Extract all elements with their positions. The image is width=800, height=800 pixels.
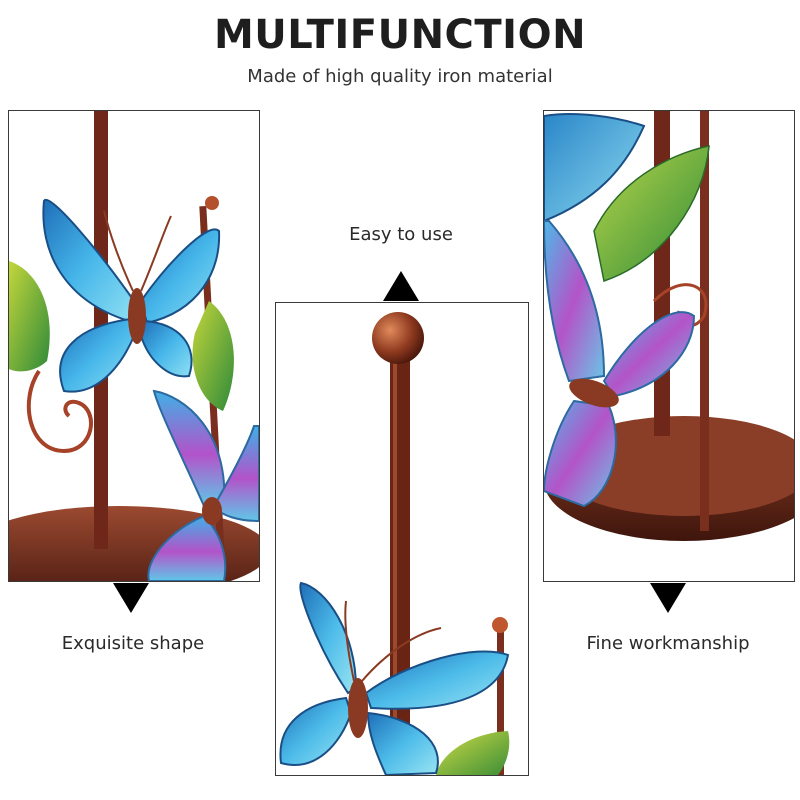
- product-illustration-right: [544, 111, 794, 581]
- feature-caption-easy-to-use: Easy to use: [349, 224, 453, 245]
- pointer-down-arrow-icon: [650, 583, 686, 613]
- butterfly: [279, 581, 510, 775]
- pointer-down-arrow-icon: [113, 583, 149, 613]
- page-subtitle: Made of high quality iron material: [247, 66, 553, 87]
- product-illustration-left: [9, 111, 259, 581]
- butterfly: [147, 389, 259, 581]
- rod-knob: [205, 196, 219, 210]
- page-title: MULTIFUNCTION: [213, 12, 587, 58]
- leaf: [593, 145, 710, 282]
- side-rod: [497, 625, 504, 775]
- feature-caption-exquisite-shape: Exquisite shape: [61, 633, 205, 654]
- product-photo-fine-workmanship: [543, 110, 795, 582]
- center-rod-highlight: [393, 358, 397, 775]
- product-photo-exquisite-shape: [8, 110, 260, 582]
- pointer-up-arrow-icon: [383, 271, 419, 301]
- butterfly: [544, 220, 696, 508]
- rod-top-knob: [372, 312, 424, 364]
- leaf: [192, 301, 234, 411]
- curl-wire: [26, 369, 93, 454]
- product-photo-easy-to-use: [275, 302, 529, 776]
- side-rod: [700, 111, 709, 531]
- leaf: [436, 731, 510, 775]
- butterfly: [42, 198, 221, 393]
- feature-caption-fine-workmanship: Fine workmanship: [586, 633, 750, 654]
- butterfly: [544, 113, 646, 223]
- leaf: [9, 261, 50, 372]
- rod-knob: [492, 617, 508, 633]
- product-illustration-center: [276, 303, 528, 775]
